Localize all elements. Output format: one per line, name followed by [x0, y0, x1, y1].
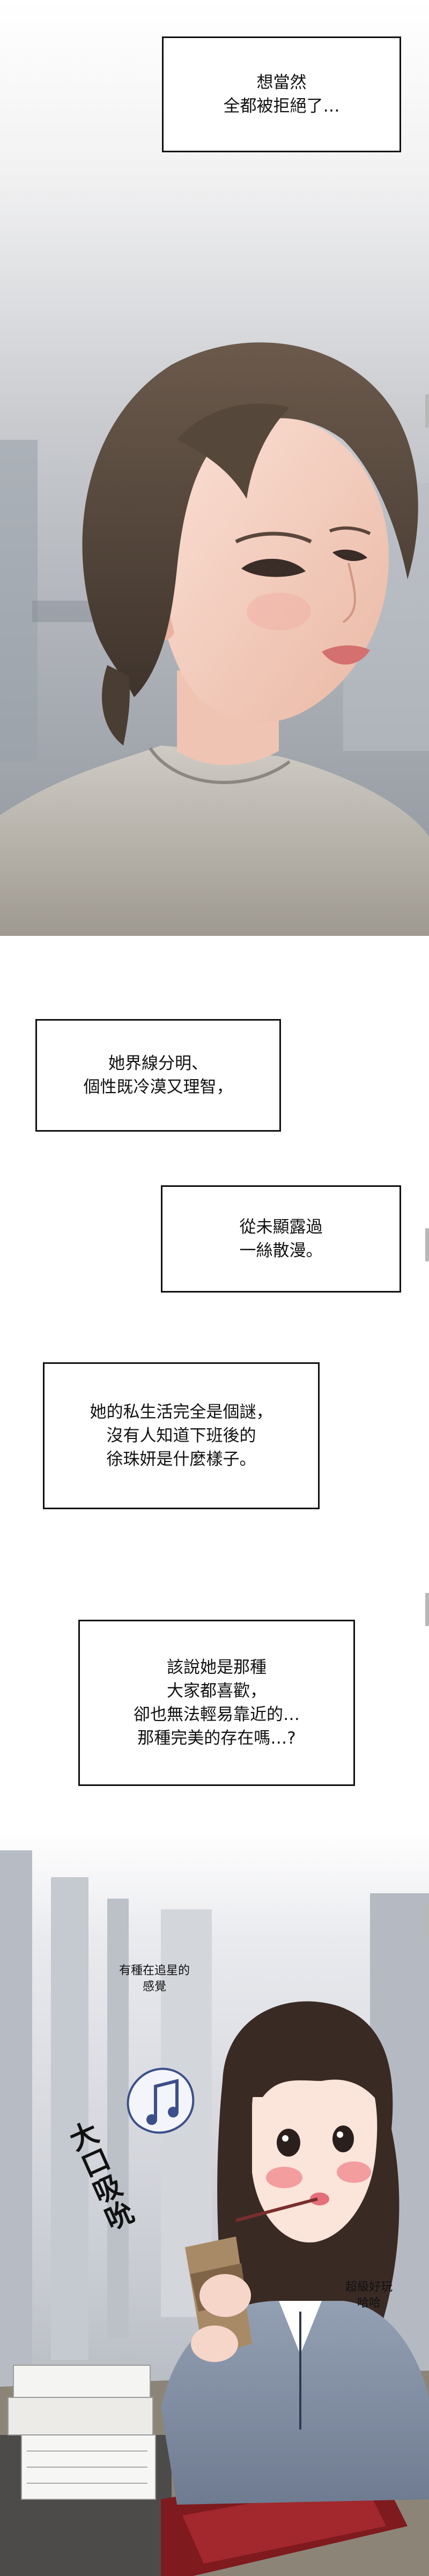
caption-line: 想當然: [256, 73, 307, 92]
thought-bubble-left: 有種在追星的 感覺: [119, 1963, 190, 1995]
panel-portrait: 想當然 全都被拒絕了…: [0, 0, 429, 936]
caption-box-5: 該說她是那種 大家都喜歡， 卻也無法輕易靠近的… 那種完美的存在嗎…?: [78, 1620, 355, 1786]
caption-line: 全都被拒絕了…: [223, 97, 340, 116]
bubble-line: 感覺: [143, 1980, 167, 1994]
caption-line: 個性既冷漠又理智，: [83, 1077, 233, 1097]
scroll-indicator: [425, 1593, 429, 1626]
caption-box-2: 她界線分明、 個性既冷漠又理智，: [35, 1019, 281, 1132]
caption-line: 徐珠妍是什麼樣子。: [106, 1450, 256, 1469]
caption-line: 她界線分明、: [108, 1054, 208, 1073]
caption-line: 那種完美的存在嗎…?: [137, 1729, 296, 1748]
caption-line: 卻也無法輕易靠近的…: [134, 1705, 300, 1724]
caption-line: 從未顯露過: [239, 1217, 323, 1237]
panel-office-girl: 有種在追星的 感覺 大口吸吮 超級好玩 哈哈: [0, 1829, 429, 2576]
office-girl-illustration: [0, 1829, 429, 2576]
caption-line: 大家都喜歡，: [167, 1681, 267, 1701]
bubble-line: 哈哈: [357, 2297, 381, 2310]
caption-box-4: 她的私生活完全是個謎， 沒有人知道下班後的 徐珠妍是什麼樣子。: [43, 1362, 320, 1509]
scroll-indicator: [425, 1904, 429, 1937]
portrait-illustration: [0, 0, 429, 936]
caption-line: 沒有人知道下班後的: [106, 1426, 256, 1445]
caption-box-3: 從未顯露過 一絲散漫。: [161, 1185, 401, 1293]
music-note-icon: [127, 2068, 195, 2134]
caption-line: 一絲散漫。: [239, 1241, 323, 1260]
caption-box-1: 想當然 全都被拒絕了…: [162, 36, 401, 152]
panel-narration: 她界線分明、 個性既冷漠又理智， 從未顯露過 一絲散漫。 她的私生活完全是個謎，…: [0, 936, 429, 1829]
scroll-indicator: [425, 394, 429, 427]
scroll-indicator: [425, 1228, 429, 1261]
bubble-line: 超級好玩: [345, 2280, 393, 2294]
thought-bubble-right: 超級好玩 哈哈: [345, 2279, 393, 2312]
bubble-line: 有種在追星的: [119, 1964, 190, 1977]
caption-line: 該說她是那種: [167, 1658, 267, 1677]
caption-line: 她的私生活完全是個謎，: [90, 1403, 273, 1422]
